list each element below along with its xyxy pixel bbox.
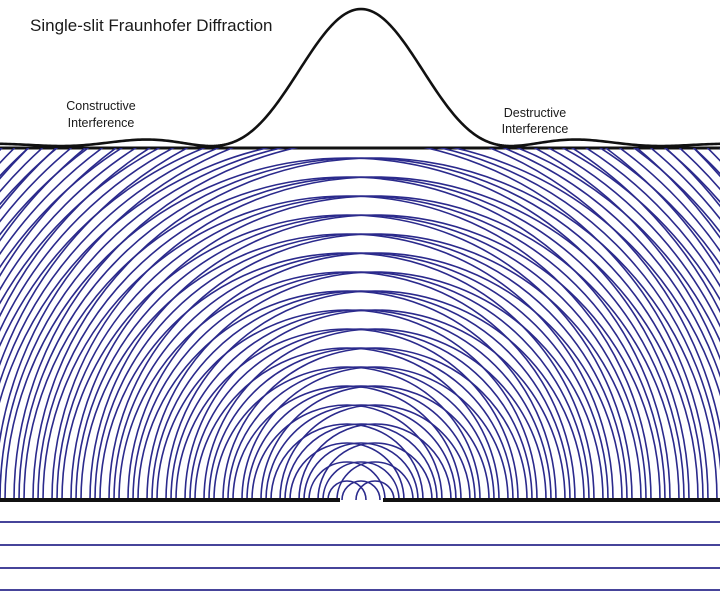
wavefront-arc [0,148,720,333]
wavefront-arc [222,347,528,500]
wavefront-arc [289,442,405,500]
wavefront-arc [32,157,718,500]
wavefront-arc [0,148,720,500]
wavefront-arc [322,461,400,500]
wavefront-arc [265,404,457,500]
destructive-label-line2: Interference [502,122,569,136]
wavefront-arc [108,233,642,500]
wavefront-arc [89,214,661,500]
wavefront-arc [203,328,547,500]
incident-plane-waves [0,521,720,591]
wavefront-arc [165,290,585,500]
diffracted-wavefronts [0,148,720,500]
wavefront-arc [279,404,471,500]
wavefront-arc [0,148,720,445]
wavefront-arc [355,480,395,500]
wavefront-arc [0,148,720,367]
wavefront-arc [70,195,680,500]
wavefront-arc [127,252,623,500]
intensity-curve [0,7,720,148]
wavefront-arc [327,480,367,500]
wavefront-arc [241,366,509,500]
wavefront-arc [308,461,386,500]
wavefront-arc [341,480,381,500]
wavefront-arc [13,148,720,500]
wavefront-arc [284,423,438,500]
wavefront-arc [251,404,443,500]
wavefront-arc [336,461,414,500]
wavefront-arc [298,423,452,500]
constructive-label-line2: Interference [68,116,135,130]
wavefront-arc [232,385,462,500]
wavefront-arc [184,309,566,500]
wavefront-arc [146,271,604,500]
constructive-label-line1: Constructive [66,99,136,113]
wavefront-arc [317,442,433,500]
wavefront-arc [0,148,720,385]
wavefront-arc [303,442,419,500]
wavefront-arc [151,290,571,500]
wavefront-arc [0,148,720,318]
destructive-label-line1: Destructive [504,106,567,120]
wavefront-arc [51,176,699,500]
wavefront-arc [0,148,709,500]
wavefront-arc [270,423,424,500]
wavefront-arc [189,328,533,500]
wavefront-arc [137,290,557,500]
wavefront-arc [0,148,720,314]
wavefront-arc [246,385,476,500]
wavefront-arc [0,148,720,433]
wavefront-arc [0,148,720,361]
diagram-title: Single-slit Fraunhofer Diffraction [30,16,273,35]
wavefront-arc [260,385,490,500]
